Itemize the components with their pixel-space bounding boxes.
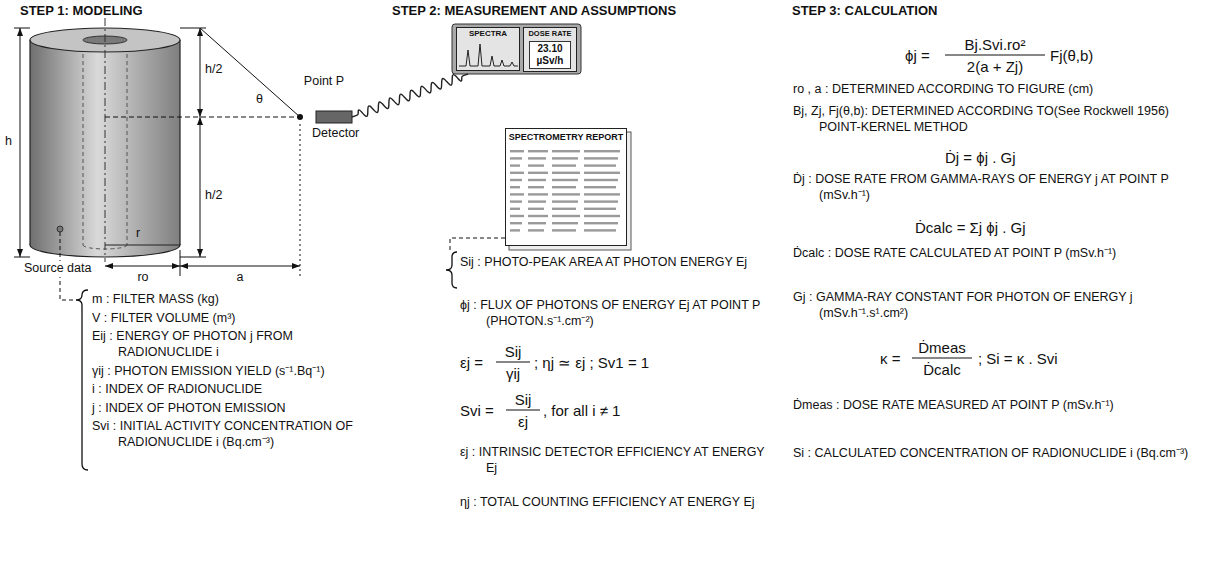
definition: Ḋmeas : DOSE RATE MEASURED AT POINT P (m… xyxy=(793,398,1213,414)
dimension-label: h xyxy=(5,134,12,150)
definition: Ḋcalc : DOSE RATE CALCULATED AT POINT P … xyxy=(793,246,1213,262)
definition: Si : CALCULATED CONCENTRATION OF RADIONU… xyxy=(793,446,1213,462)
formula: ϕj = xyxy=(905,46,930,65)
definition: ϕj : FLUX OF PHOTONS OF ENERGY Ej AT POI… xyxy=(460,298,778,329)
panel-value: 23.10 µSv/h xyxy=(529,41,571,69)
definition: ro , a : DETERMINED ACCORDING TO FIGURE … xyxy=(793,82,1213,98)
formula: ; Si = κ . Svi xyxy=(978,349,1058,368)
formula: Ḋj = ϕj . Gj xyxy=(945,148,1016,167)
detector-label: Detector xyxy=(312,126,359,142)
spectrometry-report-sheet xyxy=(505,128,631,250)
definition: Sij : PHOTO-PEAK AREA AT PHOTON ENERGY E… xyxy=(460,255,778,271)
point-label: Point P xyxy=(302,74,346,90)
definition: m : FILTER MASS (kg) xyxy=(92,292,388,308)
step-title: STEP 2: MEASUREMENT AND ASSUMPTIONS xyxy=(392,3,676,19)
formula-numerator: Sij xyxy=(496,342,530,361)
point-p xyxy=(297,114,303,120)
step-title: STEP 3: CALCULATION xyxy=(792,3,937,19)
formula: Ḋcalc = Σj ϕj . Gj xyxy=(915,218,1026,237)
panel-heading: DOSE RATE xyxy=(524,28,576,39)
formula: Svi = xyxy=(460,401,494,420)
dimension-label: h/2 xyxy=(205,188,222,204)
dimension-lines xyxy=(14,28,300,276)
source-heading: Source data xyxy=(22,261,93,277)
dimension-label: ro xyxy=(132,270,154,286)
formula-numerator: Sij xyxy=(506,390,540,409)
definition: Ḋj : DOSE RATE FROM GAMMA-RAYS OF ENERGY… xyxy=(793,172,1213,203)
definition: ηj : TOTAL COUNTING EFFICIENCY AT ENERGY… xyxy=(460,495,778,511)
dimension-label: a xyxy=(232,270,248,286)
definition: j : INDEX OF PHOTON EMISSION xyxy=(92,401,388,417)
formula: εj = xyxy=(460,353,483,372)
definition: γij : PHOTON EMISSION YIELD (s⁻¹.Bq⁻¹) xyxy=(92,364,388,380)
formula-numerator: Bj.Svi.ro² xyxy=(945,35,1045,54)
formula: ; ηj ≃ εj ; Sv1 = 1 xyxy=(534,353,649,372)
formula: , for all i ≠ 1 xyxy=(543,401,620,420)
detector-cable xyxy=(352,74,468,117)
angle-label: θ xyxy=(256,92,263,108)
formula-denominator: Ḋcalc xyxy=(912,360,972,379)
formula-denominator: γij xyxy=(496,364,530,383)
definition: εj : INTRINSIC DETECTOR EFFICIENCY AT EN… xyxy=(460,445,778,476)
formula-denominator: 2(a + Zj) xyxy=(945,57,1045,76)
survey-meter xyxy=(452,24,581,74)
definition: Gj : GAMMA-RAY CONSTANT FOR PHOTON OF EN… xyxy=(793,290,1213,321)
dimension-label: h/2 xyxy=(205,62,222,78)
definition: V : FILTER VOLUME (m³) xyxy=(92,311,388,327)
spectrometry-report: SPECTROMETRY REPORT xyxy=(505,128,627,246)
definition: Bj, Zj, Fj(θ,b): DETERMINED ACCORDING TO… xyxy=(793,104,1213,135)
detector xyxy=(316,111,352,123)
definition: Eij : ENERGY OF PHOTON j FROM RADIONUCLI… xyxy=(92,329,388,360)
definition: Svi : INITIAL ACTIVITY CONCENTRATION OF … xyxy=(92,419,388,450)
panel-heading: SPECTRA xyxy=(457,28,519,39)
formula: κ = xyxy=(880,349,900,368)
dimension-label: r xyxy=(136,226,140,242)
formula: Fj(θ,b) xyxy=(1050,46,1093,65)
panel-heading: SPECTROMETRY REPORT xyxy=(506,129,626,143)
filter-cylinder xyxy=(30,18,180,262)
step-title: STEP 1: MODELING xyxy=(20,3,143,19)
definition: i : INDEX OF RADIONUCLIDE xyxy=(92,382,388,398)
formula-numerator: Ḋmeas xyxy=(912,338,972,357)
spectra-panel: SPECTRA xyxy=(456,27,520,71)
formula-denominator: εj xyxy=(506,412,540,431)
dose-rate-panel: DOSE RATE 23.10 µSv/h xyxy=(523,27,577,72)
